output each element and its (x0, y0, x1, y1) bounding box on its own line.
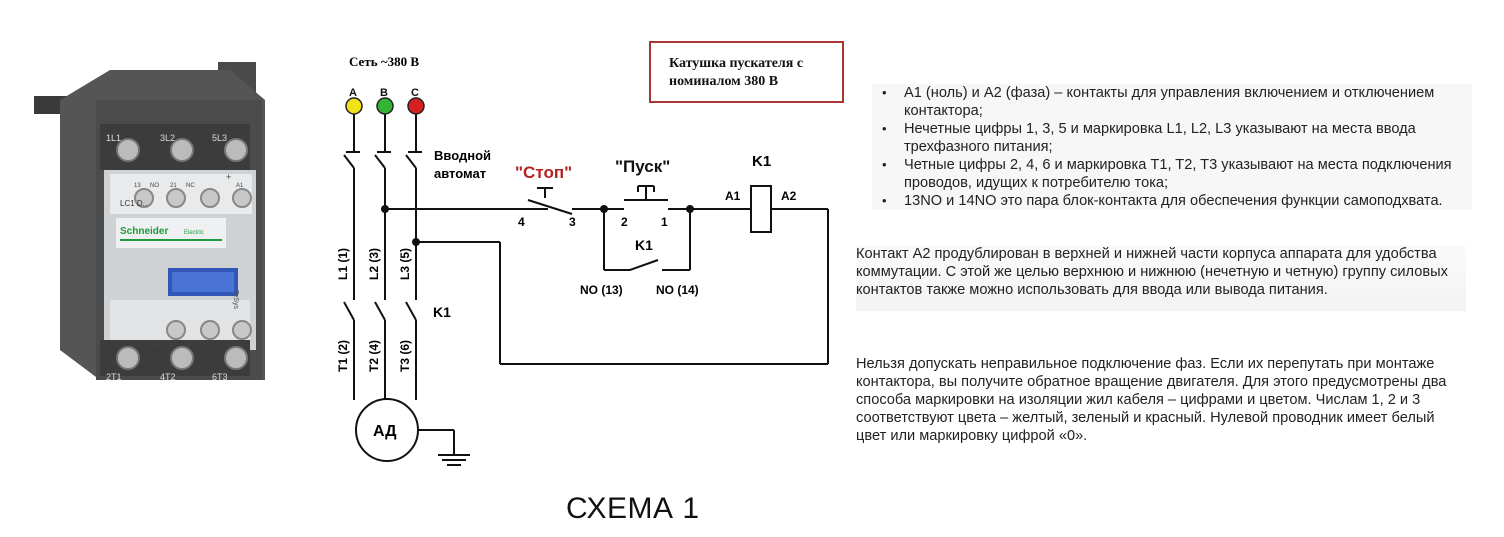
photo-terminal-top-3: 5L3 (212, 133, 227, 143)
wiring-diagram: Сеть ~380 В A B C Вводной автомат "Стоп"… (336, 54, 829, 466)
aux-no14-label: NO (14) (656, 283, 699, 297)
list-item: Четные цифры 2, 4, 6 и маркировка T1, T2… (872, 156, 1472, 192)
terminal-label-t2: T2 (4) (367, 340, 381, 372)
coil-name: K1 (752, 153, 771, 170)
photo-aux-bottom-22: 22 (170, 342, 177, 348)
coil-a1-label: A1 (725, 189, 741, 203)
photo-plus-sign: + (226, 172, 231, 182)
start-button-label: "Пуск" (615, 157, 670, 176)
start-contact-2: 2 (621, 215, 628, 229)
phase-b-lamp-icon (376, 97, 394, 115)
stop-button-label: "Стоп" (515, 163, 572, 182)
a2-duplication-paragraph: Контакт A2 продублирован в верхней и ниж… (856, 245, 1466, 311)
line-label-l3: L3 (5) (398, 248, 412, 280)
photo-aux-top-13: 13 (134, 183, 141, 189)
start-contact-1: 1 (661, 215, 668, 229)
phase-a-lamp-icon (345, 97, 363, 115)
terminal-info-list: A1 (ноль) и A2 (фаза) – контакты для упр… (872, 84, 1472, 210)
phase-order-paragraph: Нельзя допускать неправильное подключени… (856, 356, 1447, 444)
phase-c-label: C (411, 87, 419, 99)
stop-contact-3: 3 (569, 215, 576, 229)
photo-aux-top-nc: NC (186, 183, 195, 189)
photo-aux-bottom-no: NO (150, 342, 159, 348)
network-label: Сеть ~380 В (349, 54, 419, 69)
phase-b-label: B (380, 87, 388, 99)
phase-c-lamp-icon (407, 97, 425, 115)
list-item: Нечетные цифры 1, 3, 5 и маркировка L1, … (872, 120, 1472, 156)
breaker-label-line2: автомат (434, 166, 486, 181)
line-label-l2: L2 (3) (367, 248, 381, 280)
photo-model: LC1 D.. (120, 199, 147, 208)
photo-terminal-bottom-1: 2T1 (106, 372, 122, 382)
photo-terminal-top-1: 1L1 (106, 133, 121, 143)
coil-note-text: Катушка пускателя с номиналом 380 В (669, 56, 804, 89)
photo-aux-bottom-nc: NC (186, 342, 195, 348)
coil-a2-label: A2 (781, 189, 797, 203)
photo-aux-top-no: NO (150, 183, 159, 189)
terminal-label-t3: T3 (6) (398, 340, 412, 372)
phase-a-label: A (349, 87, 357, 99)
motor-label: АД (373, 423, 397, 440)
photo-terminal-bottom-3: 6T3 (212, 372, 228, 382)
photo-terminal-top-2: 3L2 (160, 133, 175, 143)
breaker-label-line1: Вводной (434, 148, 491, 163)
line-label-l1: L1 (1) (336, 248, 350, 280)
photo-brand: Schneider (120, 226, 168, 237)
photo-aux-bottom-14: 14 (134, 342, 141, 348)
list-item: A1 (ноль) и A2 (фаза) – контакты для упр… (872, 84, 1472, 120)
photo-aux-top-21: 21 (170, 183, 177, 189)
coil-note-box: Катушка пускателя с номиналом 380 В (649, 41, 844, 103)
photo-aux-bottom-a2: A2 (236, 342, 244, 348)
terminal-label-t1: T1 (2) (336, 340, 350, 372)
photo-terminal-bottom-2: 4T2 (160, 372, 176, 382)
list-item: 13NO и 14NO это пара блок-контакта для о… (872, 192, 1472, 210)
scheme-title: СХЕМА 1 (566, 492, 700, 525)
contactor-photo: 1L1 3L2 5L3 13 NO 21 NC A1 + LC1 D.. Sch… (34, 62, 265, 382)
power-contact-name: K1 (433, 304, 451, 320)
photo-series: TeSys (232, 290, 239, 310)
photo-brand-sub: Electric (184, 230, 204, 236)
stop-contact-4: 4 (518, 215, 525, 229)
aux-no13-label: NO (13) (580, 283, 623, 297)
photo-aux-top-a1: A1 (236, 183, 244, 189)
aux-contact-name: K1 (635, 237, 653, 253)
